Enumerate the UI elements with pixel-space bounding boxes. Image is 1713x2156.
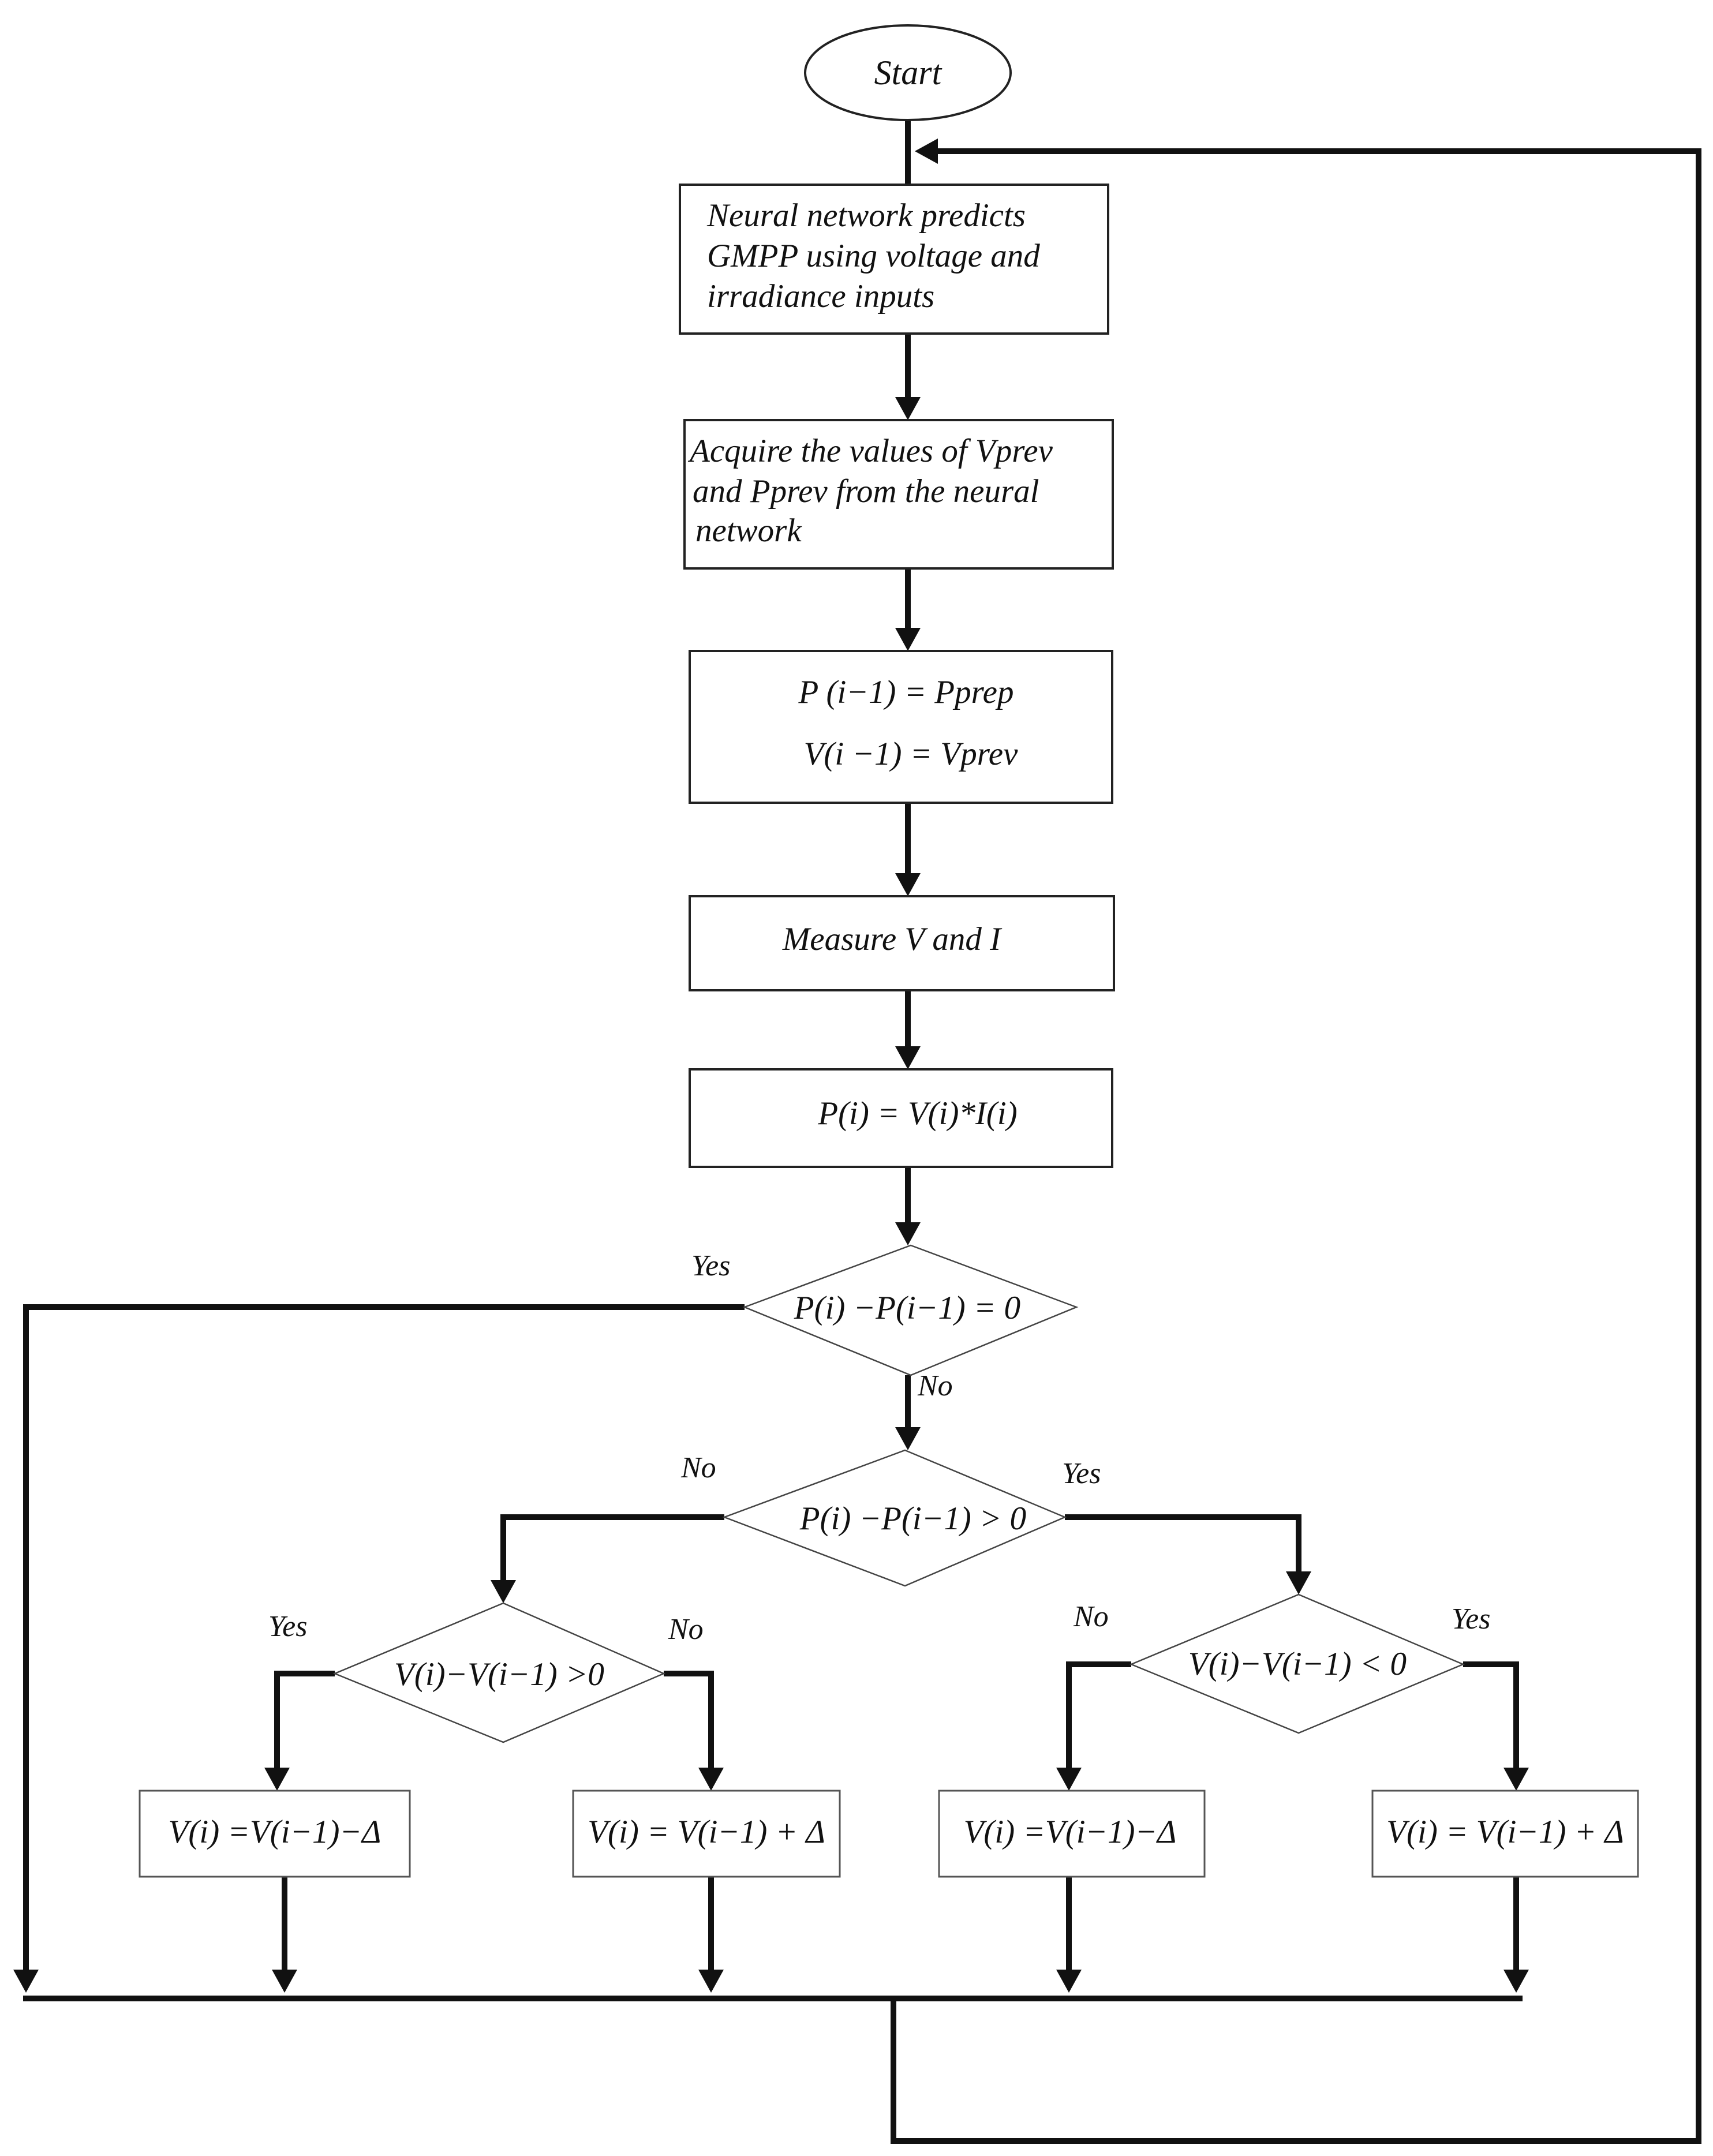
acquire-line-1: Acquire the values of Vprev [687,433,1053,469]
update-box-increase-left: V(i) = V(i−1) + Δ [572,1790,841,1878]
d2-no-label: No [680,1451,716,1484]
update-increase-right-text: V(i) = V(i−1) + Δ [1386,1814,1624,1850]
init-box: P (i−1) = Pprep V(i −1) = Vprev [689,650,1113,804]
predict-line-2: GMPP using voltage and [707,238,1040,274]
update-box-decrease-right: V(i) =V(i−1)−Δ [938,1790,1206,1878]
decision-power-greater-text: P(i) −P(i−1) > 0 [799,1500,1026,1537]
decision-voltage-greater-text: V(i)−V(i−1) >0 [394,1656,604,1693]
acquire-box: Acquire the values of Vprev and Pprev fr… [683,419,1114,570]
d2-yes-label: Yes [1062,1457,1101,1490]
predict-line-1: Neural network predicts [706,197,1026,234]
predict-line-3: irradiance inputs [707,278,934,315]
branch-labels: Yes No No Yes Yes No No Yes [268,1249,1490,1646]
d3-yes-label: Yes [268,1610,307,1643]
init-line-2: V(i −1) = Vprev [804,736,1018,772]
predict-box: Neural network predicts GMPP using volta… [679,184,1109,335]
measure-box: Measure V and I [689,895,1115,991]
start-label: Start [874,54,942,92]
decision-voltage-less: V(i)−V(i−1) < 0 [1129,1593,1465,1734]
update-decrease-left-text: V(i) =V(i−1)−Δ [169,1814,382,1850]
decision-voltage-less-text: V(i)−V(i−1) < 0 [1188,1646,1407,1682]
d1-no-label: No [917,1369,953,1402]
d4-no-label: No [1073,1600,1109,1633]
decision-power-greater: P(i) −P(i−1) > 0 [722,1449,1067,1587]
update-box-increase-right: V(i) = V(i−1) + Δ [1371,1790,1639,1878]
decision-power-equal: P(i) −P(i−1) = 0 [742,1244,1079,1376]
update-box-decrease-left: V(i) =V(i−1)−Δ [139,1790,411,1878]
d1-yes-label: Yes [691,1249,730,1282]
start-terminator: Start [804,24,1012,121]
power-box: P(i) = V(i)*I(i) [689,1068,1113,1168]
power-text: P(i) = V(i)*I(i) [817,1095,1017,1132]
connectors [23,120,1701,2144]
update-increase-left-text: V(i) = V(i−1) + Δ [588,1814,825,1850]
d3-no-label: No [668,1613,704,1646]
measure-text: Measure V and I [782,921,1003,957]
d4-yes-label: Yes [1452,1603,1490,1635]
acquire-line-2: and Pprev from the neural [693,473,1039,510]
arrowheads [13,139,1529,1993]
init-line-1: P (i−1) = Pprep [798,674,1014,710]
acquire-line-3: network [695,512,802,549]
decision-voltage-greater: V(i)−V(i−1) >0 [332,1602,666,1743]
decision-power-equal-text: P(i) −P(i−1) = 0 [794,1290,1020,1326]
update-decrease-right-text: V(i) =V(i−1)−Δ [964,1814,1177,1850]
